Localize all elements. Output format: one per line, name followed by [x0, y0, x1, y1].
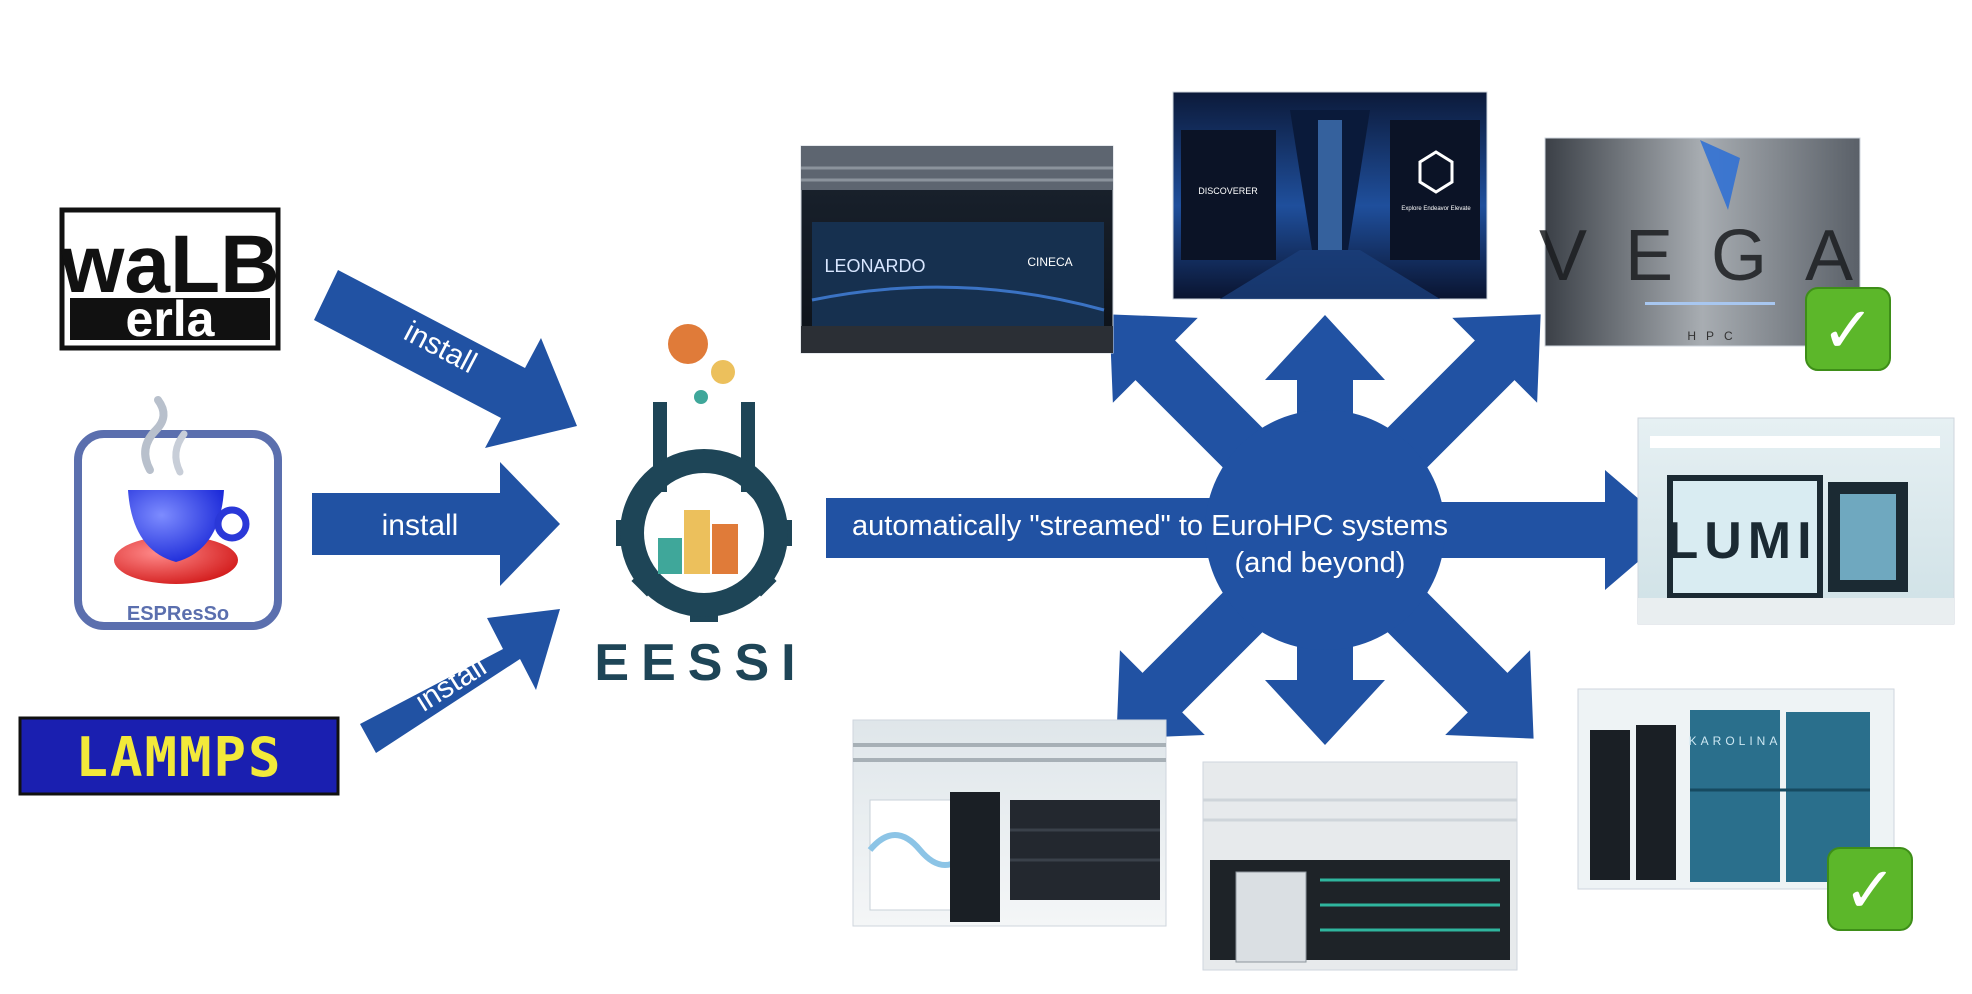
verified-check-icon-karolina: ✓ — [1827, 847, 1913, 931]
system-photo-datacenter-2 — [1202, 761, 1518, 971]
bubble-icon — [668, 324, 708, 364]
stream-label-line2: (and beyond) — [1235, 547, 1406, 579]
install-arrow-1: install — [314, 270, 577, 448]
install-label-3: install — [410, 650, 493, 719]
vega-tag: HPC — [1687, 329, 1742, 343]
karolina-name: KAROLINA — [1689, 734, 1782, 748]
walberla-line1: waLB — [60, 219, 280, 310]
verified-mark: ✓ — [1843, 854, 1897, 928]
stream-label-line1: automatically "streamed" to EuroHPC syst… — [852, 510, 1448, 542]
espresso-logo: ESPResSo — [74, 396, 282, 630]
eessi-logo: EESSI — [594, 324, 807, 692]
walberla-logo: waLB erla — [59, 207, 281, 351]
vega-name: VEGA — [1539, 216, 1891, 296]
system-photo-leonardo: LEONARDO CINECA — [800, 145, 1114, 354]
lammps-name: LAMMPS — [75, 726, 282, 789]
hexagon-logo-icon — [1418, 150, 1454, 194]
steam-icon — [141, 396, 168, 474]
vega-logo-icon — [1700, 140, 1740, 210]
cup-icon — [128, 490, 224, 562]
verified-check-icon-vega: ✓ — [1805, 287, 1891, 371]
install-arrow-2: install — [312, 462, 560, 586]
walberla-line2: erla — [126, 291, 216, 347]
lumi-name: LUMI — [1666, 512, 1817, 570]
stream-burst-arrows — [826, 314, 1675, 745]
espresso-name: ESPResSo — [127, 603, 229, 625]
system-photo-discoverer: DISCOVERER Explore Endeavor Elevate — [1172, 91, 1488, 300]
system-photo-vega: VEGA HPC — [1539, 137, 1891, 347]
system-photo-lumi: LUMI — [1637, 417, 1955, 625]
eessi-wordmark: EESSI — [594, 634, 807, 692]
discoverer-name: DISCOVERER — [1198, 186, 1258, 196]
leonardo-name: LEONARDO — [824, 256, 925, 276]
lammps-logo: LAMMPS — [18, 716, 340, 796]
install-label-2: install — [382, 509, 459, 542]
install-arrow-3: install — [360, 609, 560, 753]
leonardo-tag: CINECA — [1027, 255, 1072, 269]
verified-mark: ✓ — [1821, 294, 1875, 368]
system-photo-datacenter-1 — [852, 719, 1167, 927]
discoverer-tag: Explore Endeavor Elevate — [1401, 206, 1471, 212]
